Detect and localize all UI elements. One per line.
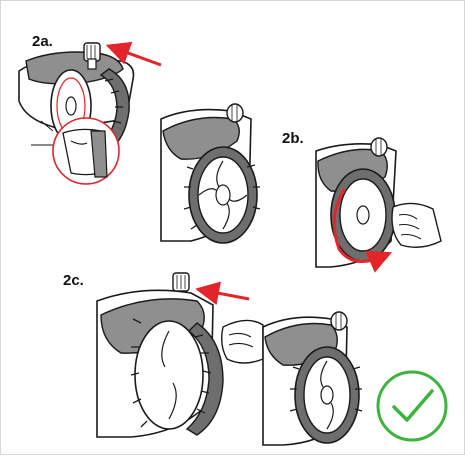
red-rotation-arrow — [332, 188, 393, 273]
step-label-2a: 2a. — [32, 33, 53, 50]
panel-2a — [18, 41, 162, 185]
panel-2c-result — [262, 311, 363, 446]
height-knob — [83, 42, 101, 70]
wheel-rim — [134, 320, 204, 430]
red-direction-arrow — [105, 41, 162, 67]
hand — [220, 319, 264, 364]
panel-2b — [315, 137, 442, 273]
height-knob — [370, 137, 388, 157]
step-label-2c: 2c. — [63, 272, 84, 289]
red-direction-arrow — [195, 281, 250, 306]
tyre — [185, 322, 224, 436]
hand — [391, 202, 442, 248]
green-check-icon — [376, 370, 448, 442]
height-knob — [226, 103, 244, 123]
height-knob — [330, 311, 348, 331]
panel-2c — [96, 272, 264, 438]
step-label-2b: 2b. — [282, 130, 304, 147]
panel-2a-result — [160, 103, 261, 244]
height-knob — [172, 272, 190, 292]
magnifier-detail-circle — [31, 117, 120, 185]
